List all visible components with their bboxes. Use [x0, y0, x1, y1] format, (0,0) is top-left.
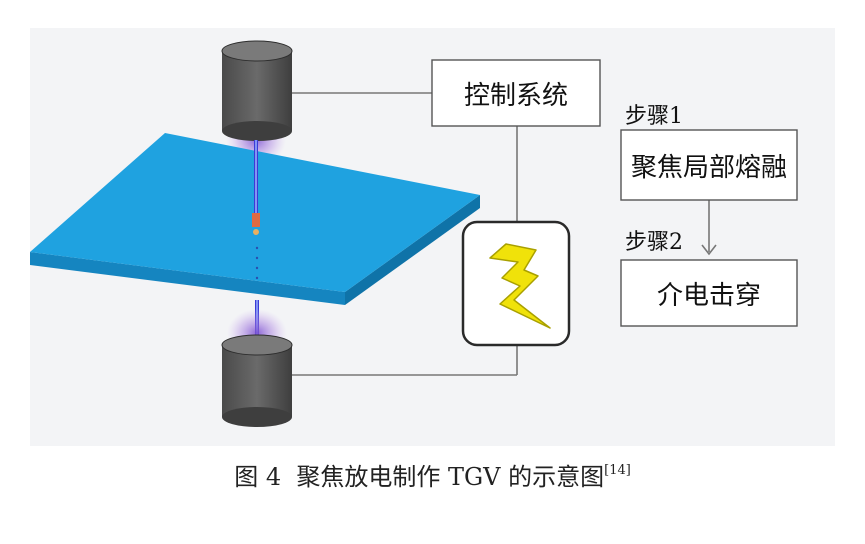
caption-reference: [14] — [604, 463, 631, 478]
step2-text: 介电击穿 — [656, 280, 761, 311]
step1-box — [620, 129, 798, 201]
step1-text: 聚焦局部熔融 — [630, 152, 787, 183]
power-source — [461, 220, 571, 347]
step1-label: 步骤1 — [625, 104, 683, 129]
control-system-label: 控制系统 — [463, 80, 568, 111]
upper-electrode — [221, 40, 293, 141]
control-system-box — [431, 59, 601, 127]
step2-box — [620, 259, 798, 327]
connection-wires — [290, 92, 717, 376]
step2-label: 步骤2 — [625, 230, 683, 255]
lower-electrode — [221, 334, 293, 427]
figure-caption: 图 4 聚焦放电制作 TGV 的示意图[14] — [0, 457, 865, 492]
lightning-bolt-icon — [489, 243, 551, 329]
caption-text: 图 4 聚焦放电制作 TGV 的示意图 — [234, 463, 605, 491]
